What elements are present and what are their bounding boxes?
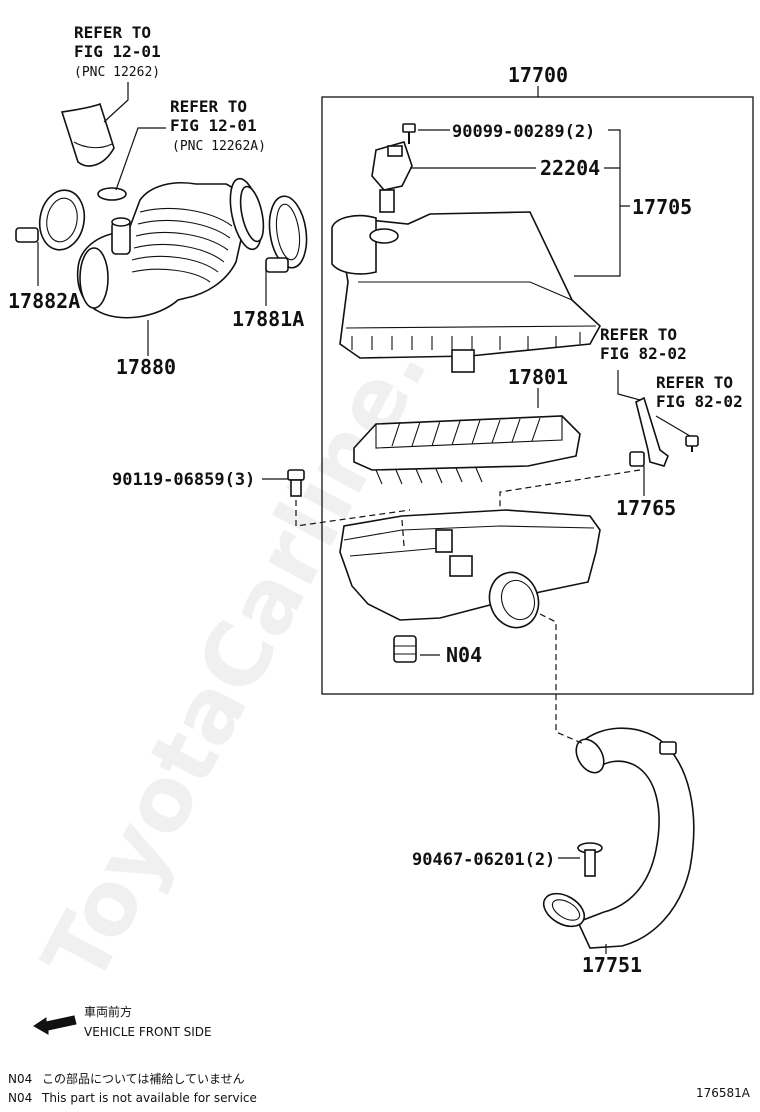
clamp-left-part[interactable] [15,187,89,254]
grommet-ref-part[interactable] [97,187,127,201]
front-label-en: VEHICLE FRONT SIDE [84,1025,212,1039]
ref1-pnc: (PNC 12262) [74,65,160,80]
lead-fig3 [617,370,641,401]
air-filter-element-part[interactable] [353,415,581,485]
ref1-line1: REFER TO [74,23,151,42]
dash-bolt-left [295,500,411,527]
callout-pipe: 17751 [582,953,642,977]
ref1-line2: FIG 12-01 [74,42,161,61]
callout-element: 17801 [508,365,568,389]
dash-element-case [401,519,405,547]
callout-grommet: N04 [446,643,482,667]
front-arrow-icon [33,1015,77,1035]
bolt-top-part[interactable] [402,123,416,144]
bolt-bracket-part[interactable] [685,435,699,452]
callout-bracket: 17765 [616,496,676,520]
ref2-pnc: (PNC 12262A) [172,139,266,154]
ref3-line1: REFER TO [600,325,677,344]
note-code-1: N04 [8,1072,32,1086]
dash-bracket [499,469,641,510]
callout-sensor: 22204 [540,156,600,180]
lead-fig1 [103,82,129,123]
callout-assy: 17700 [508,63,568,87]
air-cleaner-cap-part[interactable] [331,211,602,373]
ref3-line2: FIG 82-02 [600,344,687,363]
clamp-right-part[interactable] [265,194,311,273]
airflow-sensor-part[interactable] [371,141,413,213]
bolt-left-part[interactable] [287,469,305,497]
callout-clamp-right: 17881A [232,307,304,331]
diagram-id: 176581A [696,1086,751,1100]
bolt-pipe-part[interactable] [577,842,603,877]
ref4-line2: FIG 82-02 [656,392,743,411]
note-jp: この部品については補給していません [42,1071,245,1086]
lead-fig2 [115,127,166,191]
dash-case-pipe [539,613,585,745]
intake-hose-part[interactable] [76,176,268,319]
lead-fig4 [655,415,691,437]
callout-bolt-pipe: 90467-06201(2) [412,850,555,870]
intake-pipe-part[interactable] [538,727,695,949]
air-cleaner-case-part[interactable] [339,509,601,635]
note-en: This part is not available for service [41,1091,257,1105]
bracket-part[interactable] [629,396,669,467]
ref4-line1: REFER TO [656,373,733,392]
ref2-line1: REFER TO [170,97,247,116]
callout-bolt-left: 90119-06859(3) [112,470,255,490]
callout-bolt-top: 90099-00289(2) [452,122,595,142]
grommet-part[interactable] [393,635,417,663]
callout-hose: 17880 [116,355,176,379]
lead-cap-bracket [574,129,630,277]
callout-clamp-left: 17882A [8,289,80,313]
breather-hose-part[interactable] [60,102,115,167]
note-code-2: N04 [8,1091,32,1105]
ref2-line2: FIG 12-01 [170,116,257,135]
callout-cap: 17705 [632,195,692,219]
front-label-jp: 車両前方 [84,1004,132,1019]
